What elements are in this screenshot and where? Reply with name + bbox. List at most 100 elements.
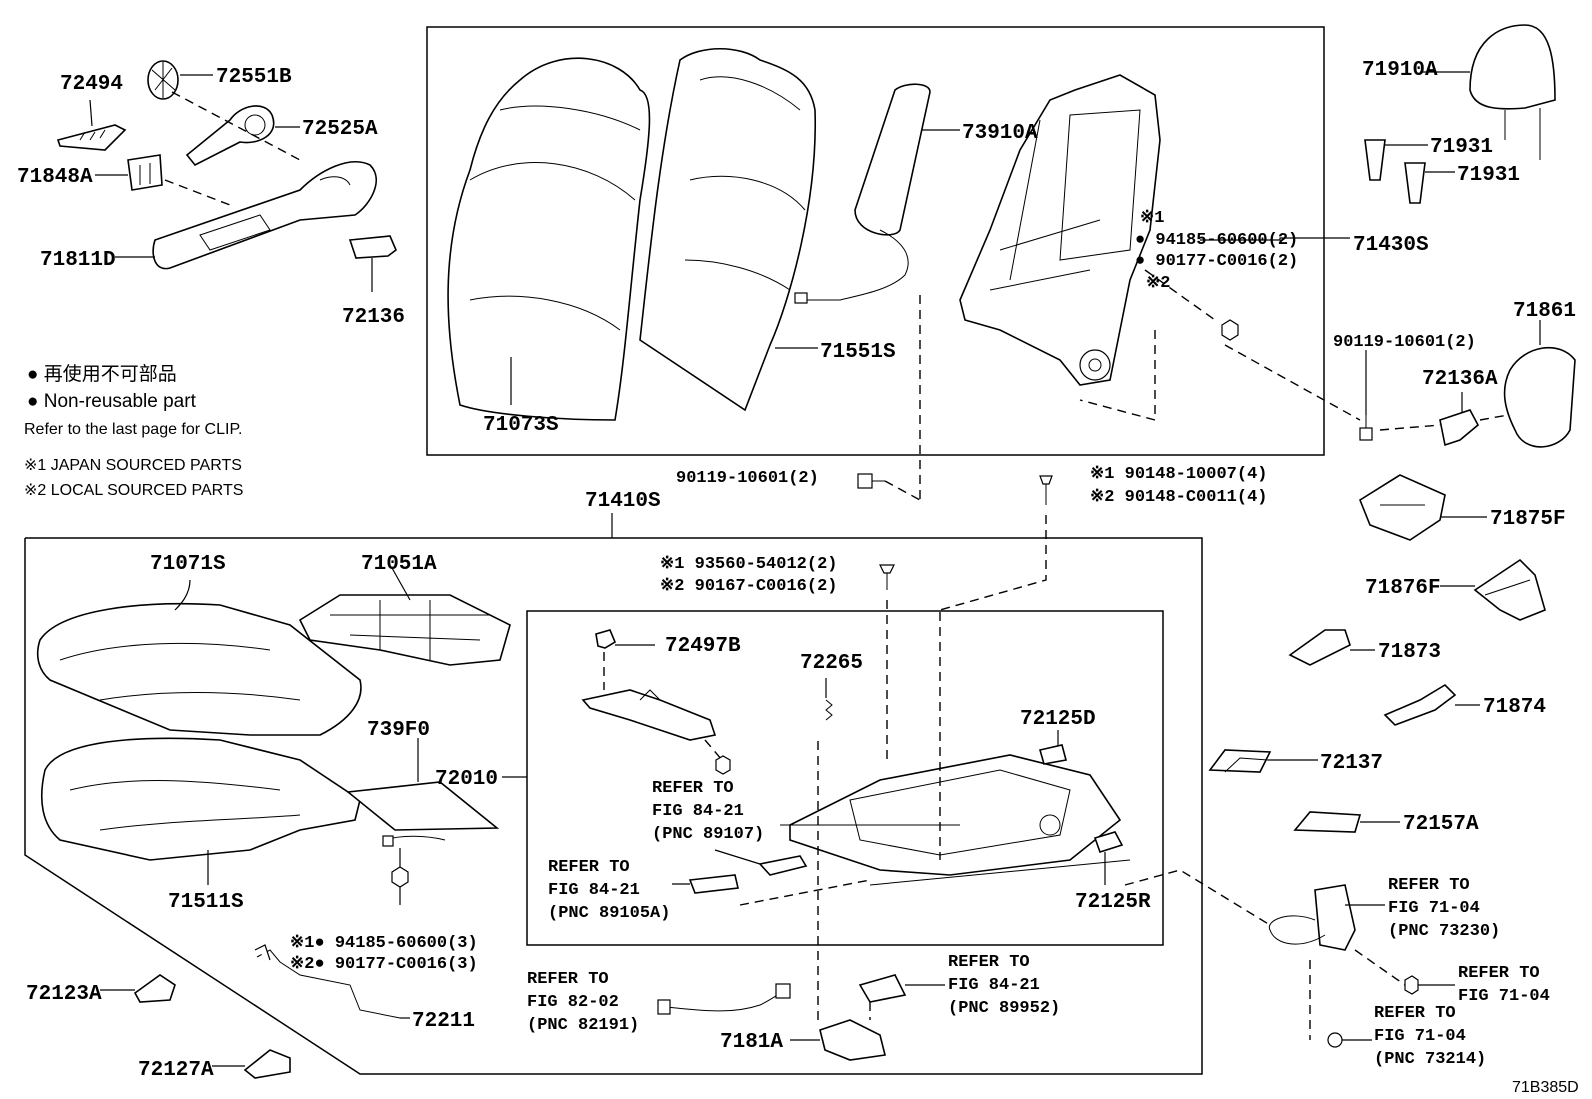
label-71910A[interactable]: 71910A <box>1362 59 1438 82</box>
seatback-group-box <box>426 26 1325 456</box>
label-72497B[interactable]: 72497B <box>665 635 741 658</box>
fastener-90167-C0016[interactable]: ※2 90167-C0016(2) <box>660 577 837 596</box>
fastener-93560-54012[interactable]: ※1 93560-54012(2) <box>660 555 837 574</box>
label-72125R[interactable]: 72125R <box>1075 891 1151 914</box>
part-71071S-drawing[interactable] <box>36 603 362 736</box>
part-71811D-drawing[interactable] <box>152 161 377 270</box>
label-71848A[interactable]: 71848A <box>17 166 93 189</box>
part-72137-drawing[interactable] <box>1208 749 1272 773</box>
refer-block-89107[interactable]: REFER TO FIG 84-21 (PNC 89107) <box>652 779 764 844</box>
part-72010-drawing[interactable] <box>780 754 1131 886</box>
label-71861[interactable]: 71861 <box>1513 300 1576 323</box>
label-71931-lower[interactable]: 71931 <box>1457 164 1520 187</box>
fastener-90177-C0016-3[interactable]: ※2● 90177-C0016(3) <box>290 955 478 974</box>
label-72010[interactable]: 72010 <box>435 768 498 791</box>
label-739F0[interactable]: 739F0 <box>367 719 430 742</box>
part-72125R-drawing[interactable] <box>1093 831 1124 853</box>
label-72136A[interactable]: 72136A <box>1422 368 1498 391</box>
label-7181A[interactable]: 7181A <box>720 1031 783 1054</box>
label-71430S[interactable]: 71430S <box>1353 234 1429 257</box>
label-71410S[interactable]: 71410S <box>585 490 661 513</box>
label-71874[interactable]: 71874 <box>1483 696 1546 719</box>
connector-89952-icon <box>858 974 907 1003</box>
refer-block-73230[interactable]: REFER TO FIG 71-04 (PNC 73230) <box>1388 876 1500 941</box>
part-71931b-drawing[interactable] <box>1404 162 1426 204</box>
part-73910A-drawing[interactable] <box>794 83 931 304</box>
part-72265-drawing[interactable] <box>825 699 833 721</box>
label-72525A[interactable]: 72525A <box>302 118 378 141</box>
nut-icon <box>1221 319 1239 341</box>
refer-block-89105A[interactable]: REFER TO FIG 84-21 (PNC 89105A) <box>548 858 670 923</box>
fastener-90148-10007[interactable]: ※1 90148-10007(4) <box>1090 465 1267 484</box>
part-71551S-drawing[interactable] <box>639 47 817 412</box>
label-71071S[interactable]: 71071S <box>150 553 226 576</box>
label-71073S[interactable]: 71073S <box>483 414 559 437</box>
fastener-94185-60600-2[interactable]: ● 94185-60600(2) <box>1135 231 1298 250</box>
fastener-94185-60600-3[interactable]: ※1● 94185-60600(3) <box>290 934 478 953</box>
label-72157A[interactable]: 72157A <box>1403 813 1479 836</box>
label-71551S[interactable]: 71551S <box>820 341 896 364</box>
part-72157A-drawing[interactable] <box>1293 811 1362 833</box>
label-72136[interactable]: 72136 <box>342 306 405 329</box>
part-72497B-drawing[interactable] <box>595 629 617 649</box>
part-72136-drawing[interactable] <box>348 235 397 259</box>
svg-text:REFER TO: REFER TO <box>527 970 609 989</box>
seatbelt-buckle-drawing[interactable] <box>1268 884 1356 951</box>
part-71876F-drawing[interactable] <box>1473 558 1546 621</box>
part-71073S-drawing[interactable] <box>447 57 651 421</box>
label-72551B[interactable]: 72551B <box>216 66 292 89</box>
label-71875F[interactable]: 71875F <box>1490 508 1566 531</box>
part-72551B-drawing[interactable] <box>147 60 179 100</box>
part-71874-drawing[interactable] <box>1383 683 1457 726</box>
part-72127A-drawing[interactable] <box>243 1049 291 1079</box>
refer-block-73214[interactable]: REFER TO FIG 71-04 (PNC 73214) <box>1374 1004 1486 1069</box>
part-71511S-drawing[interactable] <box>40 737 361 861</box>
svg-text:(PNC 73230): (PNC 73230) <box>1388 922 1500 941</box>
part-72211-drawing[interactable] <box>254 944 401 1019</box>
label-71811D[interactable]: 71811D <box>40 249 116 272</box>
part-72125D-drawing[interactable] <box>1038 744 1067 765</box>
legend-reuse-en: ● Non-reusable part <box>27 391 197 412</box>
fastener-90177-C0016-2[interactable]: ● 90177-C0016(2) <box>1135 252 1298 271</box>
part-71931a-drawing[interactable] <box>1364 139 1386 181</box>
refer-block-89952[interactable]: REFER TO FIG 84-21 (PNC 89952) <box>948 953 1060 1018</box>
label-73910A[interactable]: 73910A <box>962 122 1038 145</box>
part-71873-drawing[interactable] <box>1288 629 1351 666</box>
part-71051A-drawing[interactable] <box>298 594 511 666</box>
mat-connector-icon <box>382 835 446 847</box>
label-71931-upper[interactable]: 71931 <box>1430 136 1493 159</box>
part-71861-drawing[interactable] <box>1503 346 1576 448</box>
fastener-90119-10601-right[interactable]: 90119-10601(2) <box>1333 333 1476 352</box>
svg-text:FIG 84-21: FIG 84-21 <box>948 976 1040 995</box>
part-71875F-drawing[interactable] <box>1359 474 1446 541</box>
part-71910A-drawing[interactable] <box>1469 24 1556 160</box>
label-72265[interactable]: 72265 <box>800 652 863 675</box>
harness-82191-drawing[interactable] <box>657 983 791 1015</box>
part-72123A-drawing[interactable] <box>133 974 176 1003</box>
label-71873[interactable]: 71873 <box>1378 641 1441 664</box>
part-72494-drawing[interactable] <box>56 124 127 151</box>
svg-text:REFER TO: REFER TO <box>1374 1004 1456 1023</box>
fastener-90119-10601-left[interactable]: 90119-10601(2) <box>676 469 819 488</box>
label-72211[interactable]: 72211 <box>412 1010 475 1033</box>
buckle-washer-icon <box>1327 1032 1343 1048</box>
part-739F0-drawing[interactable] <box>346 781 500 831</box>
part-72136A-drawing[interactable] <box>1439 409 1480 447</box>
label-71051A[interactable]: 71051A <box>361 553 437 576</box>
fastener-90148-C0011[interactable]: ※2 90148-C0011(4) <box>1090 488 1267 507</box>
label-72125D[interactable]: 72125D <box>1020 708 1096 731</box>
label-72123A[interactable]: 72123A <box>26 983 102 1006</box>
label-71511S[interactable]: 71511S <box>168 891 244 914</box>
part-71430S-drawing[interactable] <box>959 74 1161 386</box>
label-72137[interactable]: 72137 <box>1320 752 1383 775</box>
label-72494[interactable]: 72494 <box>60 73 123 96</box>
part-7181A-drawing[interactable] <box>819 1019 886 1061</box>
label-72127A[interactable]: 72127A <box>138 1059 214 1082</box>
refer-block-82191[interactable]: REFER TO FIG 82-02 (PNC 82191) <box>527 970 639 1035</box>
part-71848A-drawing[interactable] <box>127 154 163 191</box>
refer-block-71-04[interactable]: REFER TO FIG 71-04 <box>1458 964 1550 1006</box>
label-71876F[interactable]: 71876F <box>1365 577 1441 600</box>
adjuster-bracket-drawing[interactable] <box>581 689 717 741</box>
part-72525A-drawing[interactable] <box>185 105 275 167</box>
